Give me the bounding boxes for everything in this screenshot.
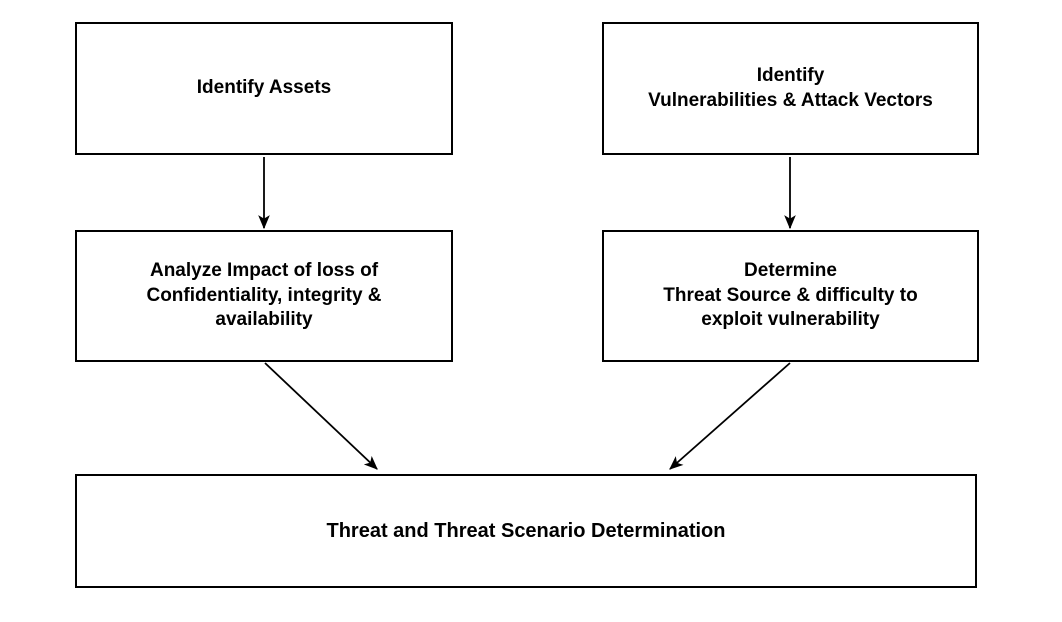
node-identify-assets: Identify Assets <box>75 22 453 155</box>
node-identify-assets-label: Identify Assets <box>196 77 332 99</box>
node-analyze-impact: Analyze Impact of loss of Confidentialit… <box>75 230 453 362</box>
node-determine-threat-source: Determine Threat Source & difficulty to … <box>602 230 979 362</box>
arrow-analyze-impact-to-threat-determination <box>264 362 378 470</box>
node-identify-vulnerabilities-label: Identify Vulnerabilities & Attack Vector… <box>648 64 933 111</box>
node-identify-vulnerabilities: Identify Vulnerabilities & Attack Vector… <box>602 22 979 155</box>
arrow-determine-threat-source-to-threat-determination <box>669 362 791 470</box>
node-determine-threat-source-label: Determine Threat Source & difficulty to … <box>663 259 918 331</box>
node-threat-determination: Threat and Threat Scenario Determination <box>75 474 977 588</box>
node-analyze-impact-label: Analyze Impact of loss of Confidentialit… <box>146 259 382 331</box>
node-threat-determination-label: Threat and Threat Scenario Determination <box>326 520 726 542</box>
